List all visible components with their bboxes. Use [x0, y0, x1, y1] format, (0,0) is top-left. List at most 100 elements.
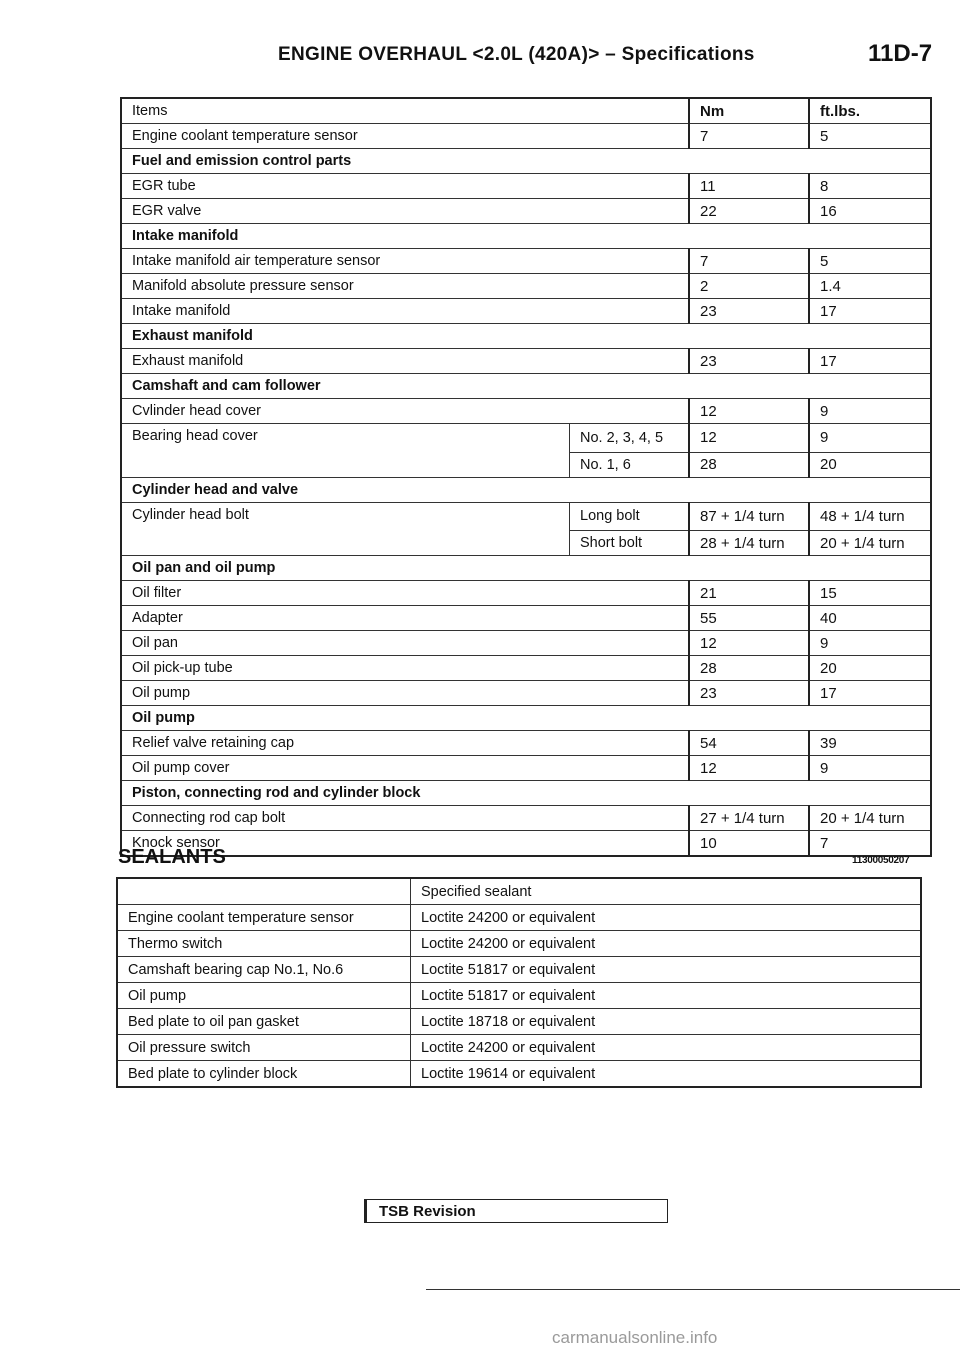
- section-label: Exhaust manifold: [121, 323, 931, 349]
- item-sub-label: No. 2, 3, 4, 5: [569, 423, 689, 453]
- nm-value: 12: [688, 630, 809, 656]
- ftlbs-value: 9: [808, 630, 931, 656]
- item-label: Oil pump cover: [121, 755, 689, 781]
- section-row: Exhaust manifold: [121, 323, 931, 349]
- sealants-header-blank: [117, 878, 411, 905]
- ftlbs-value: 48 + 1/4 turn: [808, 502, 931, 531]
- sealant-item: Bed plate to oil pan gasket: [117, 1008, 411, 1035]
- page-number: 11D-7: [868, 40, 933, 67]
- item-label: EGR tube: [121, 173, 689, 199]
- item-label: Oil pick-up tube: [121, 655, 689, 681]
- item-label: Knock sensor: [121, 830, 689, 857]
- sealant-spec: Loctite 24200 or equivalent: [410, 904, 921, 931]
- item-label: Engine coolant temperature sensor: [121, 123, 689, 149]
- item-label: Cvlinder head cover: [121, 398, 689, 424]
- item-label: Oil pan: [121, 630, 689, 656]
- nm-value: 55: [688, 605, 809, 631]
- ftlbs-value: 8: [808, 173, 931, 199]
- column-header-nm: Nm: [688, 97, 809, 124]
- torque-spec-body: Items Nm ft.lbs. Engine coolant temperat…: [121, 97, 931, 857]
- item-label: Connecting rod cap bolt: [121, 805, 689, 831]
- item-sub-label: Long bolt: [569, 502, 689, 531]
- item-label-continuation: [121, 530, 570, 556]
- ftlbs-value: 15: [808, 580, 931, 606]
- item-label: Oil filter: [121, 580, 689, 606]
- page-header: ENGINE OVERHAUL <2.0L (420A)> – Specific…: [0, 40, 960, 84]
- sealants-column-header: Specified sealant: [410, 878, 921, 905]
- torque-spec-table: Items Nm ft.lbs. Engine coolant temperat…: [120, 97, 932, 857]
- sealant-spec: Loctite 18718 or equivalent: [410, 1008, 921, 1035]
- ftlbs-value: 5: [808, 123, 931, 149]
- nm-value: 22: [688, 198, 809, 224]
- ftlbs-value: 1.4: [808, 273, 931, 299]
- section-row: Cylinder head and valve: [121, 477, 931, 503]
- sealant-spec: Loctite 51817 or equivalent: [410, 956, 921, 983]
- ftlbs-value: 39: [808, 730, 931, 756]
- watermark: carmanualsonline.info: [552, 1328, 718, 1347]
- nm-value: 2: [688, 273, 809, 299]
- item-label: Adapter: [121, 605, 689, 631]
- ftlbs-value: 9: [808, 755, 931, 781]
- nm-value: 28: [688, 452, 809, 478]
- nm-value: 21: [688, 580, 809, 606]
- nm-value: 12: [688, 398, 809, 424]
- nm-value: 7: [688, 248, 809, 274]
- section-row: Camshaft and cam follower: [121, 373, 931, 399]
- sealants-code: 11300050207: [852, 855, 910, 866]
- item-label: Intake manifold air temperature sensor: [121, 248, 689, 274]
- ftlbs-value: 20: [808, 452, 931, 478]
- sealant-item: Oil pump: [117, 982, 411, 1009]
- sealant-spec: Loctite 51817 or equivalent: [410, 982, 921, 1009]
- sealant-item: Camshaft bearing cap No.1, No.6: [117, 956, 411, 983]
- ftlbs-value: 9: [808, 398, 931, 424]
- nm-value: 23: [688, 298, 809, 324]
- item-sub-label: Short bolt: [569, 530, 689, 556]
- nm-value: 28: [688, 655, 809, 681]
- ftlbs-value: 40: [808, 605, 931, 631]
- sealants-header-row: Specified sealant: [117, 878, 921, 905]
- section-label: Oil pump: [121, 705, 931, 731]
- nm-value: 23: [688, 680, 809, 706]
- sealants-table: Specified sealant Engine coolant tempera…: [116, 877, 922, 1088]
- nm-value: 7: [688, 123, 809, 149]
- nm-value: 10: [688, 830, 809, 857]
- ftlbs-value: 20: [808, 655, 931, 681]
- table-header-row: Items Nm ft.lbs.: [121, 97, 931, 124]
- section-label: Cylinder head and valve: [121, 477, 931, 503]
- section-row: Oil pan and oil pump: [121, 555, 931, 581]
- sealant-item: Thermo switch: [117, 930, 411, 957]
- ftlbs-value: 9: [808, 423, 931, 453]
- ftlbs-value: 17: [808, 680, 931, 706]
- column-header-items: Items: [121, 97, 689, 124]
- sealants-body: Specified sealant Engine coolant tempera…: [117, 878, 921, 1088]
- nm-value: 28 + 1/4 turn: [688, 530, 809, 556]
- section-label: Intake manifold: [121, 223, 931, 249]
- sealant-item: Bed plate to cylinder block: [117, 1060, 411, 1088]
- column-header-ftlbs: ft.lbs.: [808, 97, 931, 124]
- nm-value: 11: [688, 173, 809, 199]
- ftlbs-value: 5: [808, 248, 931, 274]
- item-label: Cylinder head bolt: [132, 506, 249, 523]
- nm-value: 12: [688, 423, 809, 453]
- section-row: Fuel and emission control parts: [121, 148, 931, 174]
- item-label: Bearing head cover: [132, 428, 258, 444]
- item-label: Intake manifold: [121, 298, 689, 324]
